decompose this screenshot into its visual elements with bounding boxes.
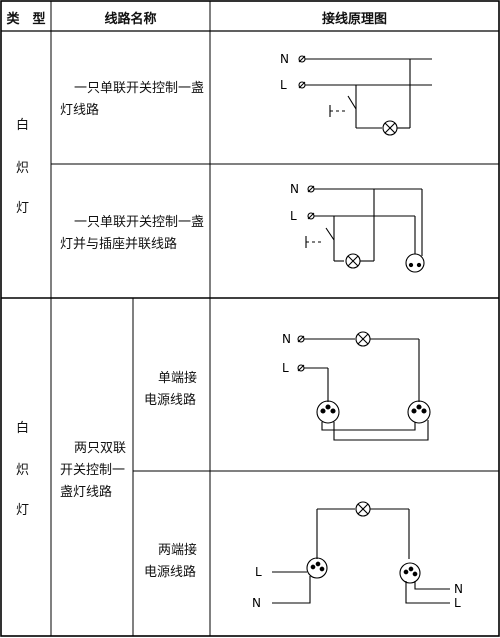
label-N: N (290, 182, 299, 196)
diagram-single-switch-lamp: N L (280, 52, 432, 136)
type-char: 灯 (16, 503, 30, 518)
row4-name: 两端接电源线路 (144, 543, 198, 580)
type-char: 炽 (16, 463, 30, 478)
type-char: 白 (16, 118, 30, 133)
label-N: N (252, 596, 261, 610)
row3-name: 单端接电源线路 (144, 371, 198, 408)
diagram-switch-lamp-socket: N L (290, 182, 425, 273)
row1-name: 一只单联开关控制一盏灯线路 (60, 81, 205, 118)
type-char: 灯 (16, 201, 30, 216)
header-diagram: 接线原理图 (321, 12, 387, 27)
label-L: L (282, 361, 289, 375)
type-char: 炽 (16, 161, 30, 176)
row2-name: 一只单联开关控制一盏灯并与插座并联线路 (60, 215, 205, 252)
header-type: 类 型 (6, 12, 46, 27)
label-L: L (255, 565, 262, 579)
group-name: 两只双联开关控制一盏灯线路 (60, 441, 127, 500)
label-N: N (280, 52, 289, 66)
diagram-two-way-single-end: N L (282, 331, 431, 441)
label-L: L (280, 78, 287, 92)
type-char: 白 (16, 421, 30, 436)
label-L: L (454, 596, 461, 610)
label-N: N (282, 332, 291, 346)
label-N: N (454, 582, 463, 596)
label-L: L (290, 209, 297, 223)
header-name: 线路名称 (104, 12, 157, 27)
diagram-two-way-both-ends: L N N L (252, 501, 463, 610)
